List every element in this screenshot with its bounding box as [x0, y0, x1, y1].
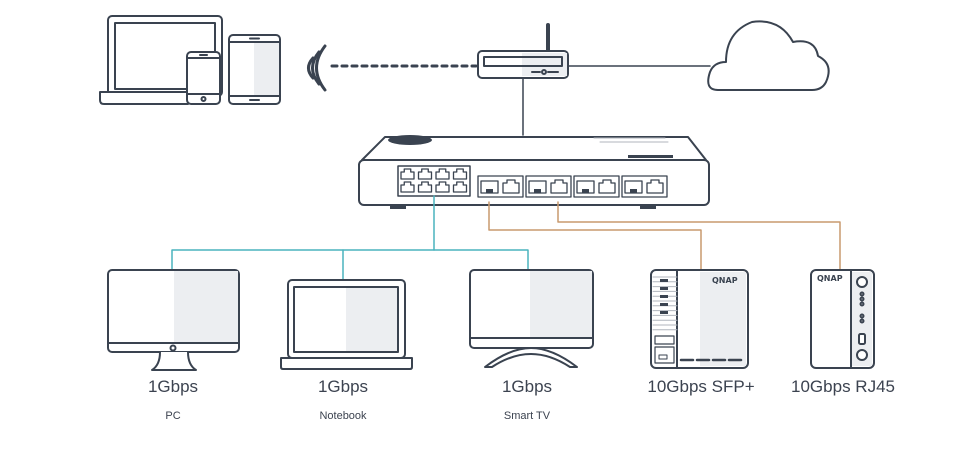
rj45-port-icon [598, 179, 616, 194]
rj45-port-icon [400, 181, 415, 193]
port-group-frame [525, 175, 572, 198]
notebook-speed-label: 1Gbps [317, 377, 369, 396]
rj45-port-icon [435, 181, 450, 193]
nas-led [660, 287, 668, 290]
rj45-port-icon [646, 179, 664, 194]
nas-rj45-icon: QNAP [810, 269, 875, 369]
nas-led [660, 295, 668, 298]
nas-led [660, 311, 668, 314]
rj45-port-icon [417, 168, 433, 180]
rj45-port-icon [502, 179, 520, 194]
nas-rj45-speed-label: 10Gbps RJ45 [791, 377, 895, 396]
rj45-port-icon [400, 168, 415, 180]
nas-brand-logo: QNAP [712, 276, 738, 285]
router-icon [477, 23, 569, 79]
sfp-port-latch [486, 189, 493, 193]
pc-icon [107, 269, 240, 371]
pc-speed-label: 1Gbps [147, 377, 199, 396]
port-group-frame [573, 175, 620, 198]
teal-1g-links [171, 195, 529, 281]
nas-led [660, 279, 668, 282]
nas-sfp-icon: QNAP [650, 269, 749, 369]
sfp-port-latch [534, 189, 541, 193]
wifi-signal-icon [307, 44, 327, 92]
port-group-frame [477, 175, 524, 198]
notebook-name-label: Notebook [319, 410, 367, 422]
smart-tv-name-label: Smart TV [503, 410, 551, 422]
sfp-port-latch [582, 189, 589, 193]
smart-tv-speed-label: 1Gbps [501, 377, 553, 396]
nas-sfp-speed-label: 10Gbps SFP+ [647, 377, 755, 396]
cloud-icon [707, 20, 830, 91]
notebook-icon [280, 279, 413, 370]
nas-brand-logo: QNAP [817, 274, 843, 283]
smartphone-icon [186, 51, 221, 105]
rj45-port-icon [452, 168, 468, 180]
rj45-port-icon [417, 181, 433, 193]
sfp-port-latch [630, 189, 637, 193]
copper-10g-links [488, 201, 841, 271]
rj45-port-icon [452, 181, 468, 193]
nas-led [660, 303, 668, 306]
tablet-icon [228, 34, 281, 105]
pc-name-label: PC [165, 410, 181, 422]
smart-tv-icon [469, 269, 594, 368]
rj45-port-icon [435, 168, 450, 180]
rj45-port-icon [550, 179, 568, 194]
port-group-frame [621, 175, 668, 198]
